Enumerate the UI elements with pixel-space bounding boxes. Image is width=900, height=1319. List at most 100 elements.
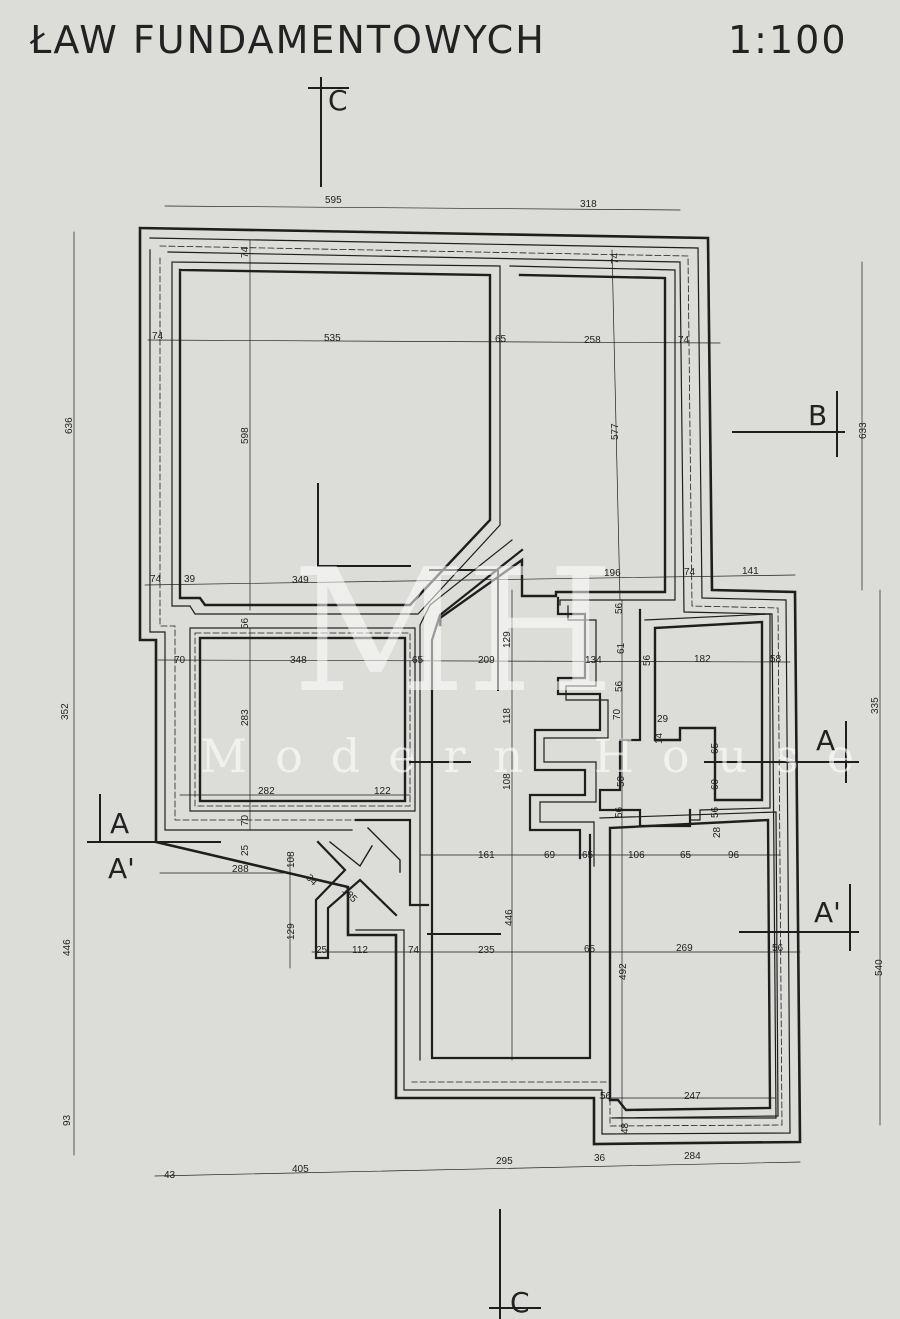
dim-label: 196	[604, 568, 621, 579]
dim-label: 108	[502, 773, 513, 790]
dim-label: 60	[710, 778, 721, 790]
dim-label: 56	[642, 654, 653, 666]
outer-footing-inner2	[167, 251, 777, 1119]
left-wall-dashed	[159, 257, 356, 821]
central-wall-steps-2	[539, 605, 609, 867]
dim-label: 535	[324, 333, 341, 344]
central-wall-steps	[528, 596, 602, 860]
dim-label: 247	[684, 1091, 701, 1102]
dim-label: 446	[504, 909, 515, 926]
dim-label: 93	[62, 1114, 73, 1126]
left-wall-strip	[149, 249, 353, 831]
dim-label: 108	[286, 851, 297, 868]
diagonal-corridor	[419, 539, 513, 1061]
diagonal-corridor-2	[430, 548, 592, 1060]
room-4-outline	[653, 620, 764, 802]
dim-label: 295	[496, 1156, 513, 1167]
dim-label: 118	[502, 708, 513, 724]
watermark-logo: MH	[292, 533, 614, 731]
dim-label: 61	[616, 642, 627, 654]
dim-label: 405	[292, 1164, 309, 1175]
dim-label: 129	[502, 631, 513, 648]
dim-label: 74	[610, 252, 621, 264]
dim-label: 182	[694, 654, 711, 665]
dim-label: 56	[240, 617, 251, 629]
dimension-numbers: 595 318 74 74 74 535 65 258 74 636 598 5…	[60, 195, 885, 1181]
dim-label: 96	[728, 850, 740, 861]
section-label-c-bottom: C	[510, 1286, 530, 1319]
dim-label: 74	[684, 567, 696, 578]
entrance-diagonal-2	[367, 827, 401, 873]
dim-label: 36	[594, 1153, 606, 1164]
dim-label: 492	[618, 963, 629, 980]
watermark: MH Modern House	[200, 533, 854, 783]
room-5-inner	[599, 811, 779, 1119]
entrance-diagonal-3	[329, 841, 373, 868]
dim-label: 74	[408, 945, 420, 956]
dim-label: 636	[64, 417, 75, 434]
dim-label: 284	[684, 1151, 701, 1162]
dim-label: 70	[240, 814, 251, 826]
dim-label: 69	[544, 850, 556, 861]
dim-label: 65	[495, 334, 507, 345]
dim-label: 70	[174, 655, 186, 666]
dim-label: 185	[339, 886, 359, 906]
dim-label: 14	[654, 732, 665, 744]
dim-label: 56	[614, 602, 625, 614]
section-label-a-prime-right: A'	[814, 896, 841, 929]
dim-label: 65	[710, 742, 721, 754]
dim-label: 595	[325, 195, 342, 206]
dim-label: 335	[870, 697, 881, 714]
dim-label: 161	[478, 850, 495, 861]
outer-footing-outer	[138, 226, 802, 1146]
room-2-outline	[438, 273, 667, 627]
dim-label: 25	[240, 844, 251, 856]
title-text: ŁAW FUNDAMENTOWYCH	[30, 18, 546, 62]
dim-label: 318	[580, 199, 597, 210]
section-label-c-top: C	[328, 84, 348, 117]
dim-label: 43	[164, 1170, 176, 1181]
section-label-a-right: A	[816, 724, 835, 757]
room-1-outline	[178, 268, 492, 607]
entrance-wall	[354, 818, 430, 907]
room-2-strip	[509, 265, 676, 606]
dim-label: 28	[712, 826, 723, 838]
dim-label: 540	[874, 959, 885, 976]
dim-label: 288	[232, 864, 249, 875]
central-wall-steps-3	[598, 608, 692, 828]
dim-label: 65	[584, 944, 596, 955]
dim-label: 134	[585, 655, 602, 666]
dimension-lines	[73, 205, 881, 1177]
dim-label: 577	[610, 423, 621, 440]
room-3-inner	[189, 627, 416, 812]
room-3-outline	[198, 636, 407, 803]
dim-label: 74	[240, 246, 251, 258]
outer-footing-inner	[149, 237, 791, 1135]
dim-label: 349	[292, 575, 309, 586]
dim-label: 235	[478, 945, 495, 956]
entrance-diagonal	[314, 840, 398, 960]
dim-label: 65	[582, 850, 594, 861]
room-3-dashed	[194, 632, 411, 807]
dim-label: 56	[614, 806, 625, 818]
dim-label: 209	[478, 655, 495, 666]
dim-label: 34	[303, 873, 319, 889]
dim-label: 282	[258, 786, 275, 797]
dim-label: 446	[62, 939, 73, 956]
dim-label: 74	[150, 574, 162, 585]
room-4-inner	[644, 613, 771, 821]
section-markers	[87, 77, 859, 1319]
dim-label: 56	[710, 806, 721, 818]
scale-text: 1:100	[728, 18, 848, 62]
dim-label: 129	[286, 923, 297, 940]
dim-label: 56	[600, 1091, 612, 1102]
dim-label: 598	[240, 427, 251, 444]
dim-label: 29	[657, 714, 669, 725]
dim-label: 50	[616, 775, 627, 787]
section-label-a-prime-left: A'	[108, 852, 135, 885]
dim-label: 352	[60, 703, 71, 720]
room-5-outline	[608, 818, 772, 1112]
dim-label: 74	[152, 331, 164, 342]
dim-label: 48	[620, 1122, 631, 1134]
dim-label: 74	[678, 335, 690, 346]
